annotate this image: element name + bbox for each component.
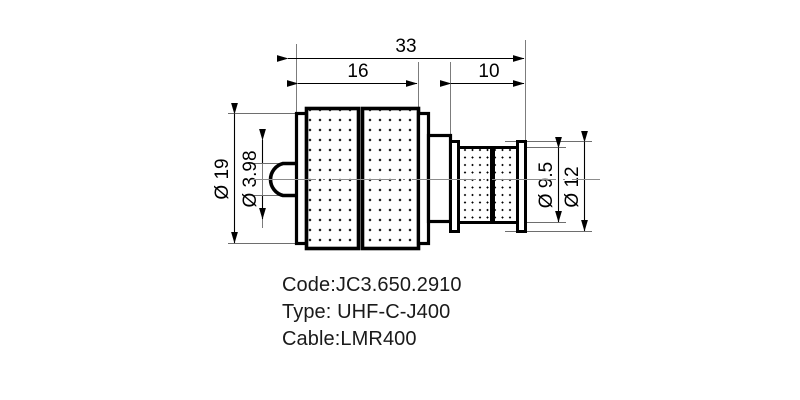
- caption-block: Code:JC3.650.2910 Type: UHF-C-J400 Cable…: [282, 272, 702, 353]
- rear-cable-nut-band-a: [457, 146, 493, 224]
- caption-cable-line: Cable:LMR400: [282, 328, 417, 350]
- top-dimension-group: 33 16 10: [277, 36, 525, 87]
- connector-body-knurl: [360, 106, 421, 251]
- dimension-center-pin-diameter: Ø 3.98: [240, 129, 266, 220]
- dimension-rear-nut-length-label: 10: [478, 61, 499, 82]
- dimension-rear-outer-diameter: Ø 12: [562, 131, 588, 232]
- caption-code-line: Code:JC3.650.2910: [282, 274, 462, 296]
- dimension-rear-outer-diameter-label: Ø 12: [562, 166, 583, 207]
- dimension-rear-knurl-diameter-label: Ø 9.5: [536, 162, 557, 208]
- dimension-rear-knurl-diameter: Ø 9.5: [536, 137, 562, 223]
- rear-end-cap: [516, 140, 527, 233]
- dimension-body-length: 16: [287, 61, 418, 87]
- dimension-body-outer-diameter: Ø 19: [212, 103, 238, 244]
- right-dimension-group: Ø 9.5 Ø 12: [536, 131, 588, 232]
- dimension-overall-length-label: 33: [395, 36, 416, 57]
- dimension-overall-length: 33: [277, 36, 525, 62]
- dimension-body-length-label: 16: [347, 61, 368, 82]
- rear-cable-nut-band-b: [492, 146, 519, 224]
- rear-step-shoulder: [426, 133, 453, 224]
- dimension-rear-nut-length: 10: [440, 61, 525, 87]
- caption-type-line: Type: UHF-C-J400: [282, 301, 451, 323]
- front-coupling-nut: [304, 106, 361, 251]
- dimension-body-outer-diameter-label: Ø 19: [212, 158, 233, 199]
- dimension-center-pin-diameter-label: Ø 3.98: [240, 150, 261, 207]
- left-dimension-group: Ø 19 Ø 3.98: [212, 103, 266, 244]
